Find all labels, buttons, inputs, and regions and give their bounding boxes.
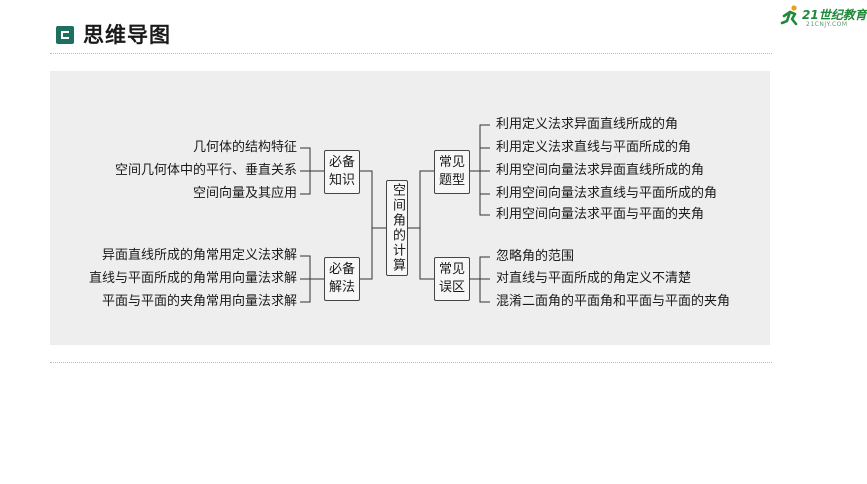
- node-common-mistakes-line2: 误区: [438, 280, 465, 295]
- right-group-1-item-5: 利用空间向量法求平面与平面的夹角: [496, 207, 705, 222]
- brand-logo: 21世纪教育 21CNJY.COM: [780, 4, 867, 30]
- title-divider: [50, 53, 772, 54]
- left-group-1-item-2: 空间几何体中的平行、垂直关系: [114, 163, 297, 178]
- node-common-mistakes: 常见 误区: [434, 257, 470, 301]
- left-group-2-item-1: 异面直线所成的角常用定义法求解: [101, 248, 297, 263]
- node-required-knowledge-line1: 必备: [328, 155, 355, 170]
- right-group-1-item-3: 利用空间向量法求异面直线所成的角: [496, 163, 705, 178]
- page-title: 思维导图: [83, 23, 171, 47]
- node-common-question-types-line2: 题型: [438, 173, 465, 188]
- left-group-2-item-3: 平面与平面的夹角常用向量法求解: [101, 294, 297, 309]
- left-group-2-item-2: 直线与平面所成的角常用向量法求解: [88, 271, 297, 286]
- right-group-2-item-2: 对直线与平面所成的角定义不清楚: [496, 271, 692, 286]
- right-group-1-item-2: 利用定义法求直线与平面所成的角: [496, 140, 692, 155]
- title-square-icon: [56, 26, 74, 44]
- right-group-1-item-1: 利用定义法求异面直线所成的角: [496, 117, 679, 132]
- left-group-1-item-1: 几何体的结构特征: [192, 140, 297, 155]
- node-center-topic: 空间角的计算: [386, 180, 408, 276]
- runner-logo-icon: [780, 5, 798, 26]
- logo-brand-text: 21世纪教育: [802, 8, 867, 22]
- bottom-divider: [50, 362, 772, 363]
- node-common-mistakes-line1: 常见: [438, 262, 465, 277]
- node-required-knowledge-line2: 知识: [328, 173, 355, 188]
- node-required-methods-line1: 必备: [328, 262, 355, 277]
- right-group-2-item-1: 忽略角的范围: [496, 249, 575, 264]
- right-group-1-item-4: 利用空间向量法求直线与平面所成的角: [496, 186, 718, 201]
- right-group-2-item-3: 混淆二面角的平面角和平面与平面的夹角: [496, 294, 731, 309]
- mindmap-panel: [50, 71, 770, 345]
- node-required-methods: 必备 解法: [324, 257, 360, 301]
- node-common-question-types: 常见 题型: [434, 150, 470, 194]
- logo-sub-text: 21CNJY.COM: [806, 21, 848, 28]
- node-required-knowledge: 必备 知识: [324, 150, 360, 194]
- node-common-question-types-line1: 常见: [438, 155, 465, 170]
- node-required-methods-line2: 解法: [328, 280, 355, 295]
- left-group-1-item-3: 空间向量及其应用: [192, 186, 297, 201]
